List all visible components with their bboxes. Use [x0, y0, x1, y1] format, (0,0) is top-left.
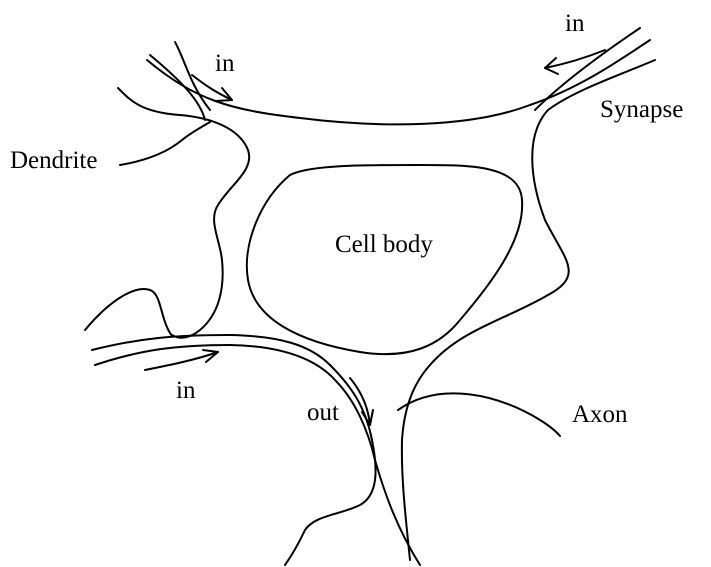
- label-in-top-right: in: [565, 10, 585, 37]
- input-fiber-top-left-1: [150, 55, 205, 120]
- arrow-in-top-right: [545, 50, 605, 74]
- axon-left-branch: [285, 440, 376, 565]
- label-in-left: in: [176, 377, 196, 404]
- axon-output-line: [398, 393, 560, 436]
- label-synapse: Synapse: [600, 96, 683, 123]
- cell-body-outline: [247, 165, 522, 354]
- arrow-in-left: [145, 350, 218, 370]
- label-dendrite: Dendrite: [10, 147, 97, 174]
- input-fiber-bottom-left-1: [85, 289, 172, 336]
- membrane-right-edge: [402, 60, 655, 560]
- arrow-in-top: [192, 75, 232, 101]
- axon-right-branch: [375, 460, 420, 565]
- label-axon: Axon: [572, 401, 628, 428]
- label-out: out: [307, 399, 339, 426]
- membrane-left-edge: [118, 88, 249, 338]
- label-cell-body: Cell body: [335, 231, 433, 258]
- dendrite-leader: [120, 122, 210, 165]
- label-in-top: in: [215, 50, 235, 77]
